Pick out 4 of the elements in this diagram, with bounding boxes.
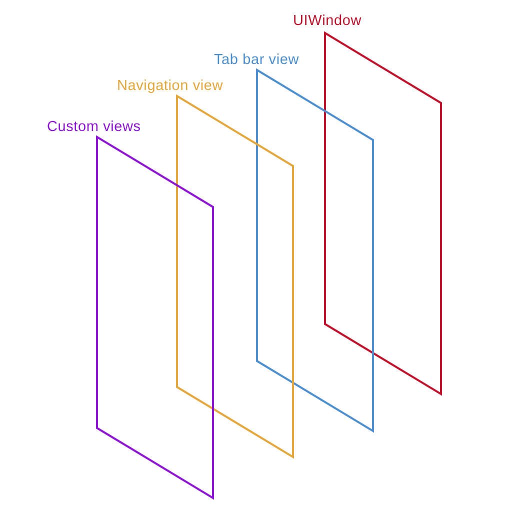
layer-label: Navigation view — [117, 78, 224, 95]
layer-label: Custom views — [47, 119, 141, 136]
layer-label: UIWindow — [293, 13, 362, 30]
layer-label: Tab bar view — [214, 52, 299, 69]
